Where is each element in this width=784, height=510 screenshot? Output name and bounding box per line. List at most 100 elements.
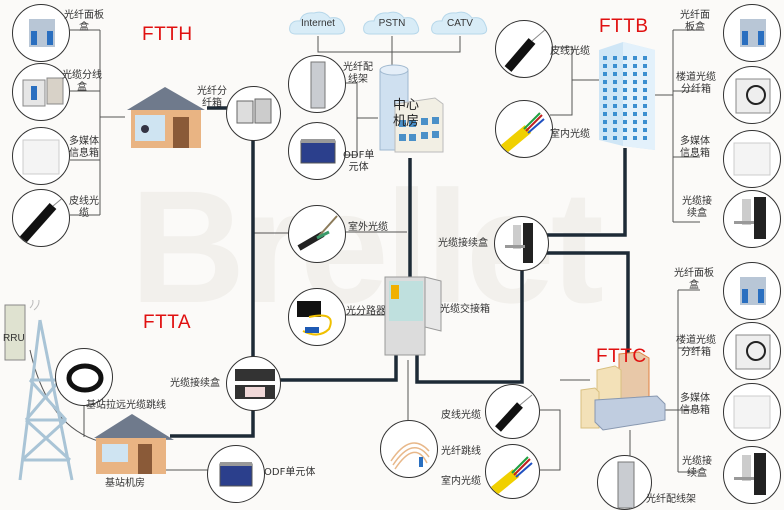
fiber-panel-box-item[interactable] (12, 4, 70, 62)
drop-cable-c-item[interactable] (485, 384, 540, 439)
splice-closure-icon (734, 453, 766, 495)
building-window (613, 80, 617, 84)
building-window (613, 88, 617, 92)
building-window (613, 136, 617, 140)
building-window (613, 128, 617, 132)
indoor-cable-b-item[interactable] (495, 100, 553, 158)
fttc-odf-rack-item[interactable] (597, 455, 652, 510)
cloud-label: CATV (447, 18, 473, 29)
optical-splitter-item[interactable] (288, 288, 346, 346)
cloud-catv: CATV (430, 8, 490, 38)
fttb-multimedia-box-item[interactable] (723, 130, 781, 188)
fttc-splitter-box-item[interactable] (723, 322, 781, 380)
indoor-cable-c-item[interactable] (485, 444, 540, 499)
label-line: 光纤面 (680, 10, 710, 21)
fttc-multimedia-box-label: 多媒体 信息箱 (680, 393, 710, 417)
building-window (613, 96, 617, 100)
label-line: ODF单 (343, 150, 375, 161)
building-window (613, 64, 617, 68)
odf-rack-item[interactable] (288, 55, 346, 113)
label-line: 中心 (393, 98, 420, 113)
label-line: 盒 (689, 280, 699, 291)
fttb-fiber-panel-box-label: 光纤面 板盒 (680, 10, 710, 34)
rru-label: RRU (3, 333, 25, 344)
remote-jumper-item[interactable] (55, 348, 113, 406)
cloud-label: PSTN (378, 18, 406, 29)
building-window (613, 56, 617, 60)
building-window (633, 56, 637, 60)
odf-unit-station-item[interactable] (207, 445, 265, 503)
fttc-multimedia-box-item[interactable] (723, 383, 781, 441)
splice-closure-right-item[interactable] (494, 216, 549, 271)
label-line: 板盒 (685, 22, 705, 33)
cloud-internet: Internet (288, 8, 348, 38)
building-window (643, 112, 647, 116)
building-window (643, 56, 647, 60)
fttc-fiber-panel-box-item[interactable] (723, 262, 781, 320)
cable-distribution-box-icon (22, 77, 64, 107)
base-station-house-icon (94, 414, 174, 474)
building-window (603, 136, 607, 140)
optical-splitter-label: 光分路器 (346, 306, 386, 317)
odf-rack-icon (617, 461, 635, 509)
odf-rack-label: 光纤配 线架 (343, 62, 373, 86)
label-line: 分纤箱 (681, 347, 711, 358)
indoor-cable-b-label: 室内光缆 (550, 129, 590, 140)
building-window (603, 64, 607, 68)
cloud-icon (289, 11, 346, 35)
cable-distribution-box-item[interactable] (12, 63, 70, 121)
building-window (643, 136, 647, 140)
building-window (613, 72, 617, 76)
fttb-splitter-box-label: 楼道光缆 分纤箱 (676, 72, 716, 96)
building-window (633, 120, 637, 124)
patch-cord-item[interactable] (380, 420, 438, 478)
drop-cable-item[interactable] (12, 189, 70, 247)
cloud-icon (431, 11, 488, 35)
building-window (603, 120, 607, 124)
building-window (643, 120, 647, 124)
fttc-splice-closure-item[interactable] (723, 446, 781, 504)
drop-cable-label: 皮线光缆 (69, 196, 99, 219)
label-line: 楼道光缆 (676, 72, 716, 83)
fttb-splice-closure-item[interactable] (723, 190, 781, 248)
fttb-splice-closure-label: 光缆接 续盒 (682, 196, 712, 220)
fiber-splitter-box-item[interactable] (226, 86, 281, 141)
fttb-title: FTTB (599, 16, 649, 37)
building-window (603, 112, 607, 116)
remote-jumper-label: 基站拉远光缆跳线 (86, 400, 166, 411)
floor-splitter-box-icon (735, 78, 771, 114)
splice-closure-left-item[interactable] (226, 356, 281, 411)
label-line: 光纤配 (343, 62, 373, 73)
fiber-panel-box-icon (29, 19, 55, 47)
label-line: 分纤箱 (681, 84, 711, 95)
multimedia-box-item[interactable] (12, 127, 70, 185)
building-window (643, 88, 647, 92)
building-window (623, 88, 627, 92)
building-window (643, 80, 647, 84)
fiber-panel-box-icon (740, 19, 766, 47)
label-line: 多媒体 (680, 393, 710, 404)
building-window (623, 64, 627, 68)
building-window (613, 104, 617, 108)
building-window (603, 88, 607, 92)
building-window (633, 72, 637, 76)
cable-distribution-box-label: 光缆分线盒 (62, 70, 102, 93)
fttc-buildings-icon (580, 351, 666, 431)
drop-cable-b-item[interactable] (495, 20, 553, 78)
outdoor-cable-item[interactable] (288, 205, 346, 263)
horizontal-splice-closure-icon (235, 369, 275, 399)
indoor-cable-icon (500, 112, 545, 153)
central-office-label: 中心 机房 (393, 98, 419, 130)
fiber-splitter-box-label: 光纤分 纤箱 (197, 86, 227, 110)
odf-unit-icon (219, 462, 253, 487)
fttc-odf-rack-label: 光纤配线架 (646, 494, 696, 505)
cloud-label: Internet (301, 18, 335, 29)
building-window (623, 80, 627, 84)
building-window (643, 104, 647, 108)
fttb-fiber-panel-box-item[interactable] (723, 4, 781, 62)
fttc-splice-closure-label: 光缆接 续盒 (682, 456, 712, 480)
cable-coil-icon (66, 363, 104, 393)
odf-unit-item[interactable] (288, 122, 346, 180)
fttb-splitter-box-item[interactable] (723, 66, 781, 124)
